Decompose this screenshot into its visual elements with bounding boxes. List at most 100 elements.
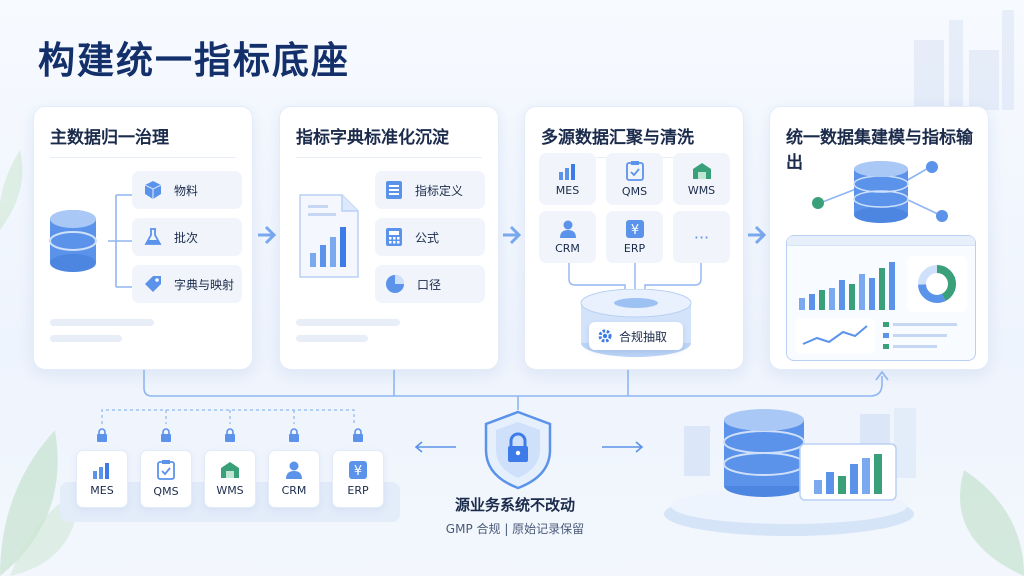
placeholder-line	[50, 335, 122, 342]
item-dictionary-mapping[interactable]: 字典与映射	[132, 265, 242, 303]
source-erp[interactable]: ¥ ERP	[606, 211, 663, 263]
item-formula[interactable]: 公式	[375, 218, 485, 256]
source-wms[interactable]: WMS	[673, 153, 730, 205]
source-label: MES	[555, 183, 580, 197]
card-title: 指标字典标准化沉淀	[296, 128, 449, 148]
bottom-system-crm[interactable]: CRM	[268, 450, 320, 508]
source-label: QMS	[621, 184, 648, 198]
cube-icon	[142, 179, 164, 201]
system-label: QMS	[153, 485, 179, 498]
source-label: CRM	[555, 241, 580, 255]
factory-background-icon	[914, 10, 1014, 110]
dashboard-bar-chart	[799, 262, 895, 310]
dashboard-header	[787, 236, 975, 246]
item-label: 物料	[174, 183, 199, 198]
item-label: 批次	[174, 230, 199, 245]
card-unified-model: 统一数据集建模与指标输出	[769, 106, 989, 370]
system-label: MES	[90, 484, 114, 497]
source-label: ERP	[623, 241, 646, 255]
shield-lock-icon	[484, 410, 552, 490]
bottom-system-mes[interactable]: MES	[76, 450, 128, 508]
card-master-data: 主数据归一治理 物料 批次 字典与映射	[33, 106, 253, 370]
shield-sublabel: GMP 合规 | 原始记录保留	[445, 522, 585, 536]
legend-list-icon	[883, 322, 957, 349]
placeholder-line	[296, 335, 368, 342]
double-arrow-left-icon	[414, 441, 456, 453]
card-multi-source: 多源数据汇聚与清洗 MES QMS WMS CRM ¥ ERP ··· 合规抽取	[524, 106, 744, 370]
user-icon	[286, 461, 302, 479]
item-metric-definition[interactable]: 指标定义	[375, 171, 485, 209]
source-mes[interactable]: MES	[539, 153, 596, 205]
item-label: 指标定义	[415, 183, 464, 198]
svg-text:¥: ¥	[630, 223, 638, 238]
gear-icon	[598, 329, 612, 343]
clipboard-check-icon	[157, 460, 175, 480]
leaf-decoration-icon	[960, 470, 1024, 576]
item-label: 公式	[415, 230, 440, 245]
source-crm[interactable]: CRM	[539, 211, 596, 263]
tag-icon	[142, 273, 164, 295]
system-label: WMS	[216, 484, 244, 497]
list-icon	[385, 180, 403, 200]
lock-icon	[161, 428, 171, 442]
arrow-right-icon	[748, 225, 767, 245]
calculator-icon	[385, 227, 403, 247]
source-more[interactable]: ···	[673, 211, 730, 263]
bottom-system-erp[interactable]: ¥ ERP	[332, 450, 384, 508]
report-document-icon	[299, 194, 359, 278]
card-metric-dictionary: 指标字典标准化沉淀 指标定义 公式 口径	[279, 106, 499, 370]
bottom-system-qms[interactable]: QMS	[140, 450, 192, 508]
clipboard-check-icon	[625, 160, 644, 181]
feed-connector-lines	[143, 370, 889, 410]
card-title: 多源数据汇聚与清洗	[541, 128, 694, 148]
placeholder-line	[296, 319, 400, 326]
arrow-right-icon	[503, 225, 522, 245]
line-chart-icon	[802, 325, 868, 345]
system-label: CRM	[281, 484, 307, 497]
item-caliber[interactable]: 口径	[375, 265, 485, 303]
yen-icon: ¥	[349, 461, 367, 479]
lock-icon	[289, 428, 299, 442]
more-icon: ···	[693, 227, 710, 247]
data-platform-illustration	[664, 408, 916, 536]
leaf-decoration-icon	[0, 150, 23, 230]
source-label: WMS	[687, 183, 716, 197]
branch-connector	[108, 194, 132, 288]
arrow-right-icon	[258, 225, 277, 245]
divider	[50, 157, 236, 158]
line-chart-card	[795, 318, 875, 354]
card-title: 主数据归一治理	[50, 128, 169, 148]
placeholder-line	[50, 319, 154, 326]
system-label: ERP	[347, 484, 369, 497]
dashboard-panel	[786, 235, 976, 361]
source-qms[interactable]: QMS	[606, 153, 663, 205]
lock-icon	[353, 428, 363, 442]
shield-label: 源业务系统不改动	[454, 496, 575, 514]
extract-label: 合规抽取	[619, 329, 668, 344]
bar-chart-icon	[93, 463, 109, 479]
lock-icon	[225, 428, 235, 442]
item-material[interactable]: 物料	[132, 171, 242, 209]
item-label: 口径	[417, 277, 442, 292]
user-icon	[559, 220, 576, 238]
bottom-system-wms[interactable]: WMS	[204, 450, 256, 508]
warehouse-icon	[692, 162, 711, 179]
lock-icon	[97, 428, 107, 442]
svg-text:¥: ¥	[354, 464, 362, 479]
divider	[296, 157, 482, 158]
dashed-connector	[101, 409, 355, 424]
network-database-icon	[812, 161, 948, 223]
item-label: 字典与映射	[174, 277, 235, 292]
warehouse-icon	[221, 462, 239, 478]
pie-icon	[385, 274, 405, 294]
donut-chart-icon	[918, 265, 956, 303]
page-title: 构建统一指标底座	[38, 39, 350, 82]
flask-icon	[142, 226, 164, 248]
bar-chart-icon	[558, 163, 575, 180]
double-arrow-right-icon	[602, 441, 644, 453]
compliance-extract-badge[interactable]: 合规抽取	[589, 322, 683, 350]
yen-icon: ¥	[625, 219, 644, 238]
donut-card	[907, 256, 967, 312]
item-batch[interactable]: 批次	[132, 218, 242, 256]
card-title: 统一数据集建模与指标输出	[786, 128, 973, 173]
